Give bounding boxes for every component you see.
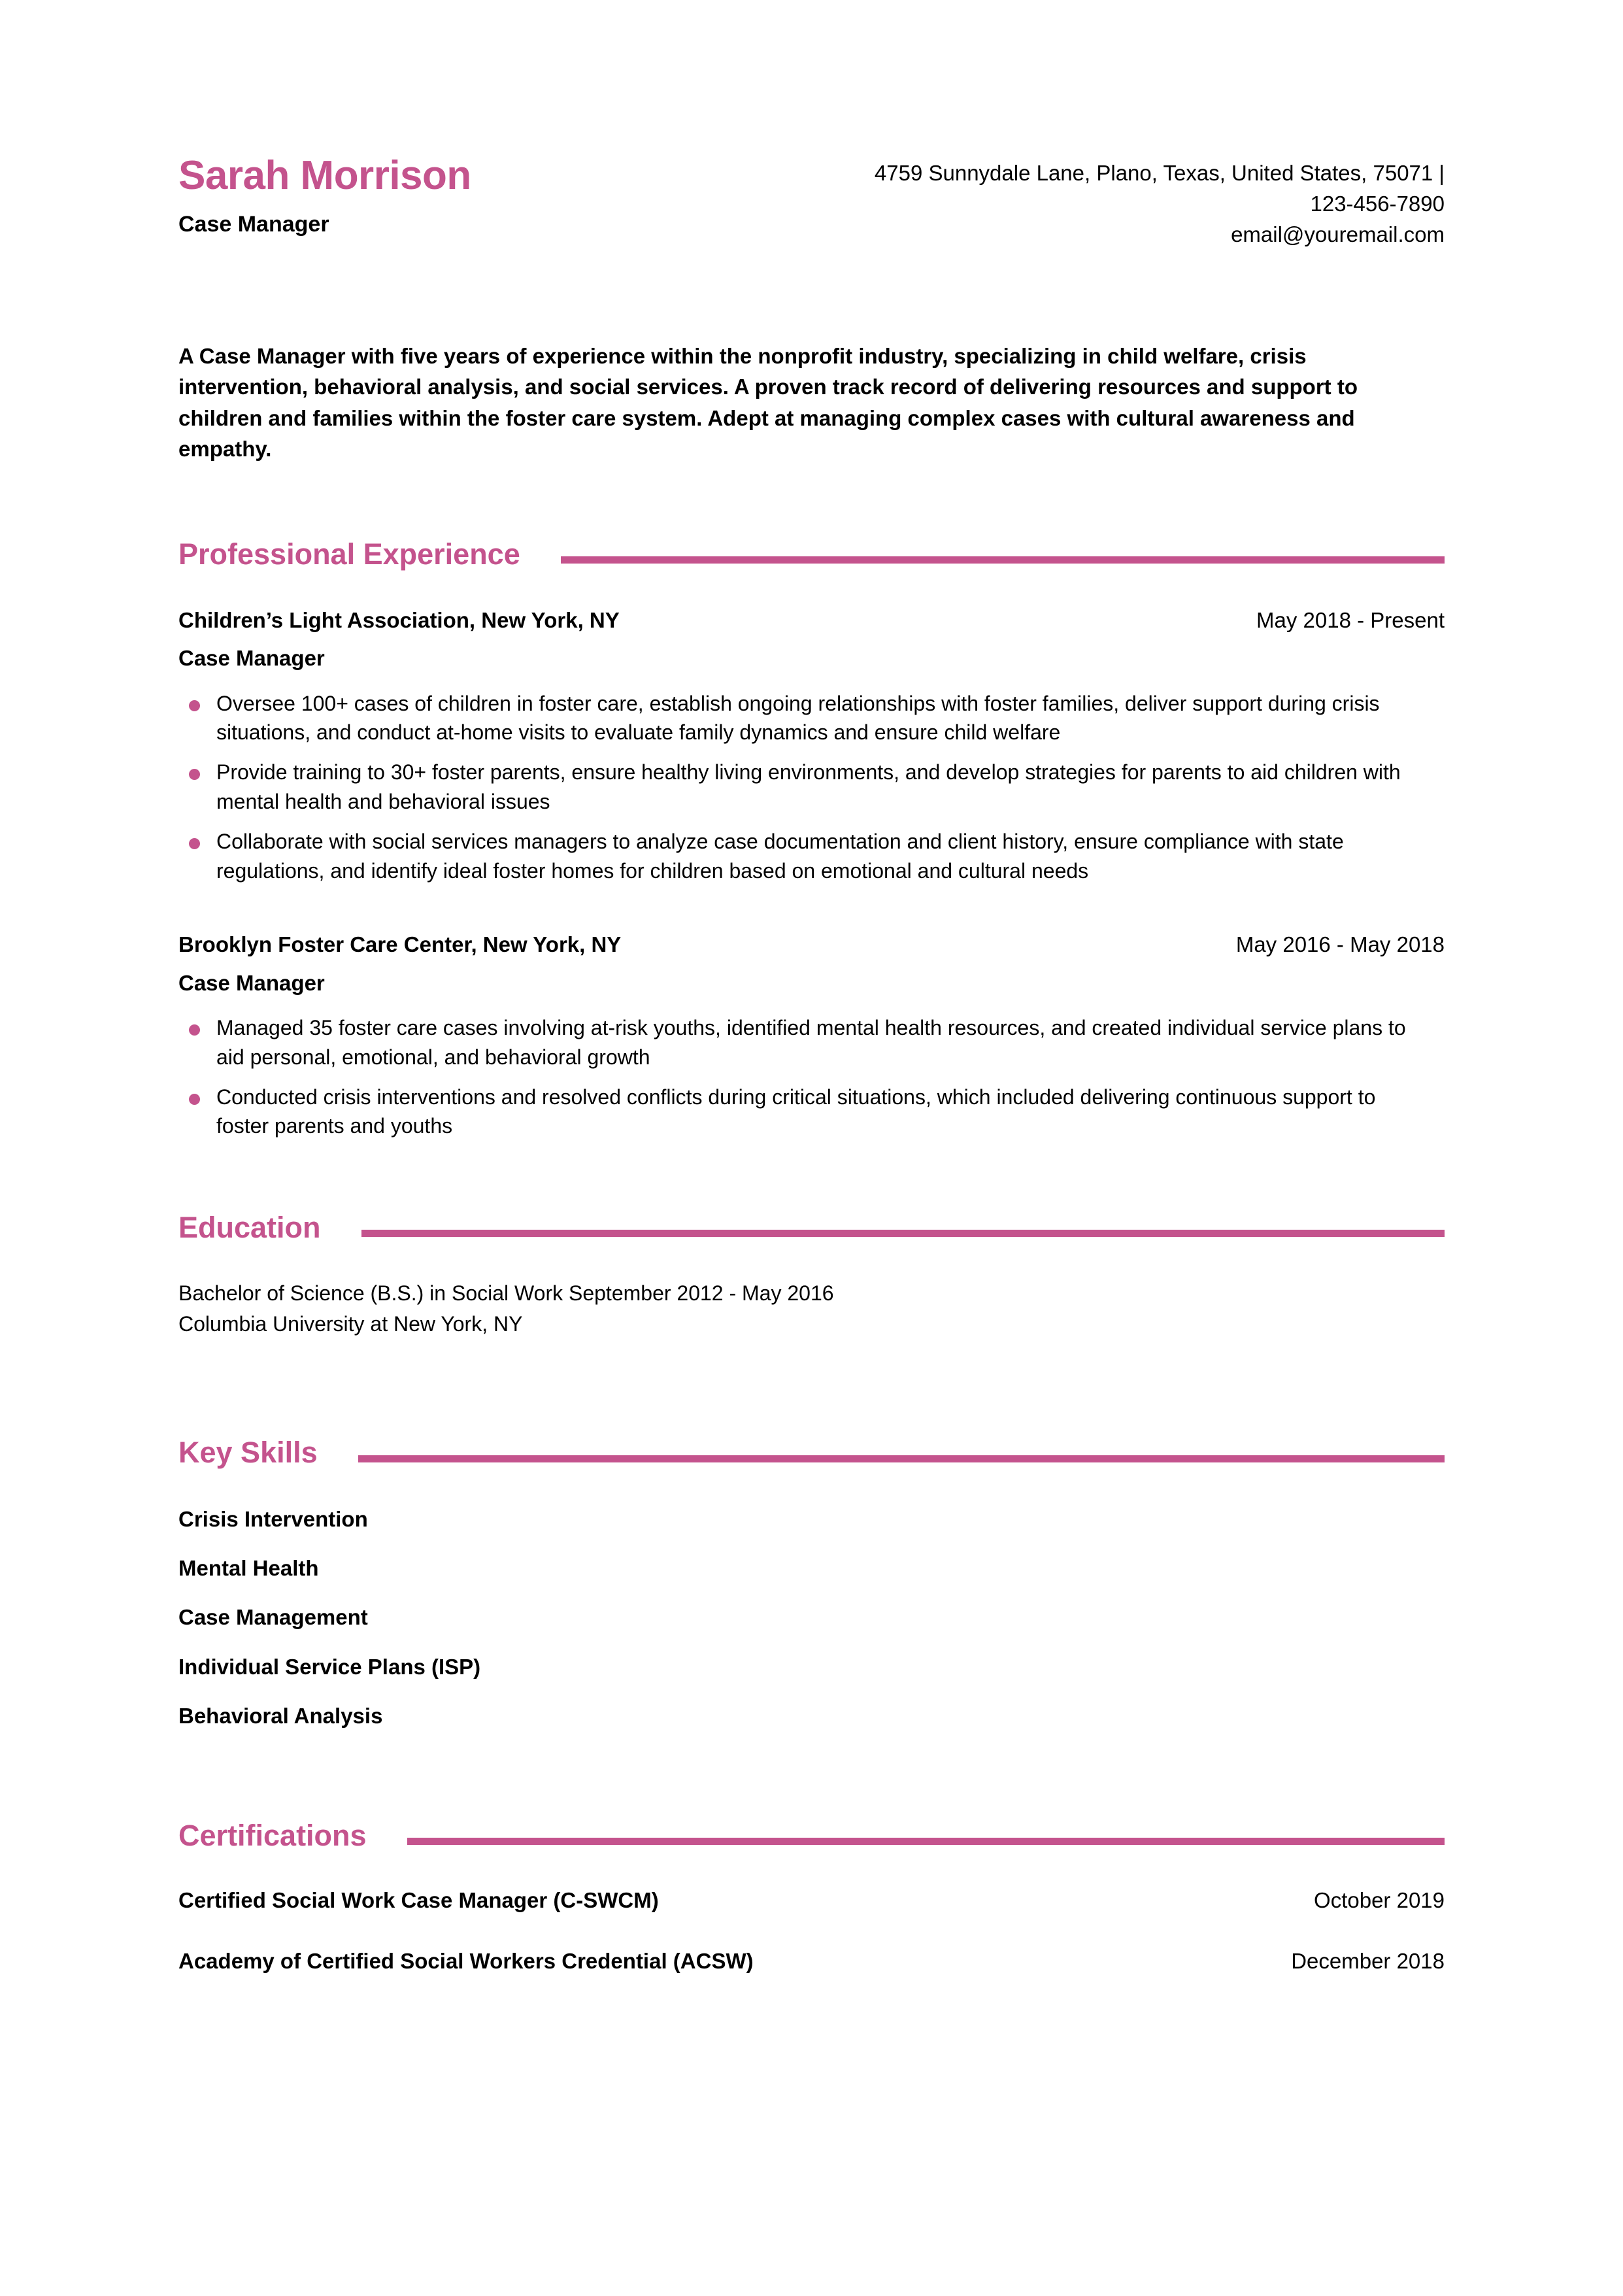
section-title-experience: Professional Experience (178, 537, 520, 571)
section-title-certifications: Certifications (178, 1819, 367, 1853)
section-header-skills: Key Skills (178, 1436, 1445, 1469)
experience-list: Children’s Light Association, New York, … (178, 607, 1445, 1141)
contact-phone-line: 123-456-7890 (1310, 191, 1445, 216)
experience-item: Children’s Light Association, New York, … (178, 607, 1445, 885)
section-title-education: Education (178, 1211, 321, 1245)
section-certifications: Certifications Certified Social Work Cas… (178, 1819, 1445, 1976)
certification-date: December 2018 (1291, 1949, 1445, 1974)
skills-list: Crisis Intervention Mental Health Case M… (178, 1506, 1445, 1729)
skill-item: Individual Service Plans (ISP) (178, 1654, 481, 1679)
experience-bullet: Conducted crisis interventions and resol… (178, 1083, 1407, 1141)
certification-name: Certified Social Work Case Manager (C-SW… (178, 1887, 659, 1912)
experience-role: Case Manager (178, 646, 325, 671)
experience-bullet: Provide training to 30+ foster parents, … (178, 758, 1407, 817)
skill-item: Behavioral Analysis (178, 1703, 383, 1728)
experience-role: Case Manager (178, 970, 325, 995)
education-degree-line: Bachelor of Science (B.S.) in Social Wor… (178, 1281, 834, 1305)
section-key-skills: Key Skills Crisis Intervention Mental He… (178, 1436, 1445, 1729)
section-header-education: Education (178, 1211, 1445, 1244)
skill-item: Case Management (178, 1605, 368, 1630)
candidate-job-title: Case Manager (178, 212, 329, 237)
contact-address-line: 4759 Sunnydale Lane, Plano, Texas, Unite… (874, 161, 1445, 185)
section-title-skills: Key Skills (178, 1436, 318, 1470)
professional-summary: A Case Manager with five years of experi… (178, 343, 1358, 462)
section-divider-rule (361, 1230, 1445, 1238)
experience-bullet: Collaborate with social services manager… (178, 827, 1407, 886)
section-divider-rule (407, 1838, 1445, 1846)
candidate-name: Sarah Morrison (178, 153, 471, 198)
experience-bullet-list: Oversee 100+ cases of children in foster… (178, 689, 1445, 886)
certification-name: Academy of Certified Social Workers Cred… (178, 1949, 754, 1974)
skill-item: Crisis Intervention (178, 1506, 368, 1531)
skill-item: Mental Health (178, 1556, 319, 1581)
header-identity-block: Sarah Morrison Case Manager (178, 149, 471, 238)
experience-company: Brooklyn Foster Care Center, New York, N… (178, 932, 622, 957)
experience-company: Children’s Light Association, New York, … (178, 608, 620, 633)
resume-header: Sarah Morrison Case Manager 4759 Sunnyda… (178, 149, 1445, 250)
contact-email-line[interactable]: email@youremail.com (1231, 222, 1445, 246)
section-divider-rule (358, 1455, 1445, 1462)
education-list: Bachelor of Science (B.S.) in Social Wor… (178, 1278, 1445, 1340)
section-divider-rule (560, 556, 1445, 564)
experience-item-header: Children’s Light Association, New York, … (178, 607, 1445, 633)
certification-date: October 2019 (1314, 1887, 1445, 1912)
education-school-line: Columbia University at New York, NY (178, 1311, 523, 1336)
section-professional-experience: Professional Experience Children’s Light… (178, 538, 1445, 1141)
certifications-list: Certified Social Work Case Manager (C-SW… (178, 1886, 1445, 1976)
certification-item: Certified Social Work Case Manager (C-SW… (178, 1886, 1445, 1915)
experience-dates: May 2018 - Present (1256, 608, 1445, 633)
experience-bullet-list: Managed 35 foster care cases involving a… (178, 1013, 1445, 1141)
experience-bullet: Oversee 100+ cases of children in foster… (178, 689, 1407, 748)
section-education: Education Bachelor of Science (B.S.) in … (178, 1211, 1445, 1340)
experience-dates: May 2016 - May 2018 (1235, 932, 1445, 957)
experience-item-header: Brooklyn Foster Care Center, New York, N… (178, 931, 1445, 958)
certification-item: Academy of Certified Social Workers Cred… (178, 1947, 1445, 1976)
section-header-certifications: Certifications (178, 1819, 1445, 1852)
experience-bullet: Managed 35 foster care cases involving a… (178, 1013, 1407, 1072)
contact-info-block: 4759 Sunnydale Lane, Plano, Texas, Unite… (875, 149, 1445, 250)
section-header-experience: Professional Experience (178, 538, 1445, 571)
experience-item: Brooklyn Foster Care Center, New York, N… (178, 931, 1445, 1141)
